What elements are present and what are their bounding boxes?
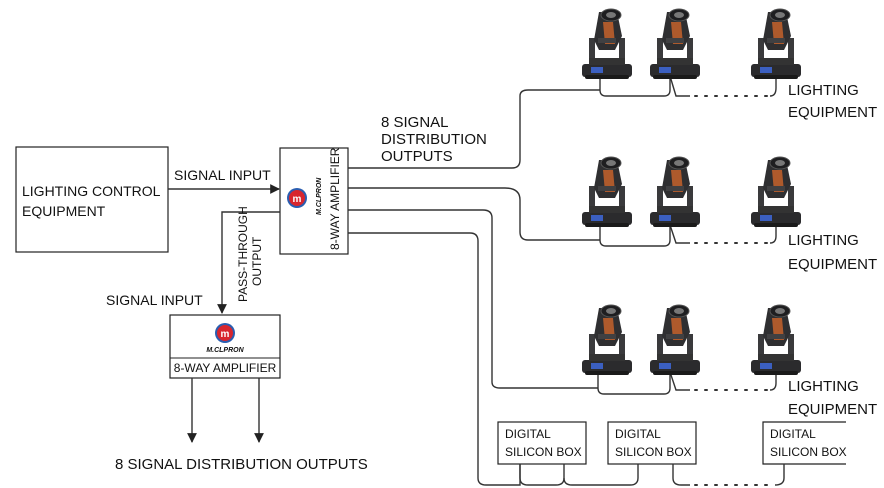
main-amp-name: 8-WAY AMPLIFIER bbox=[328, 147, 342, 250]
row2-link-a bbox=[599, 225, 671, 247]
moving-head-r3-3 bbox=[750, 304, 802, 376]
bottom-outputs-label: 8 SIGNAL DISTRIBUTION OUTPUTS bbox=[115, 456, 368, 473]
row1-link-a bbox=[599, 76, 671, 97]
passthrough-label-line2: OUTPUT bbox=[250, 236, 264, 286]
row2-label-line1: LIGHTING bbox=[788, 232, 859, 249]
main-amp-logo-letters: m bbox=[293, 194, 302, 205]
main-amp-brand: M.CLPRON bbox=[316, 177, 323, 215]
passthrough-arrow bbox=[217, 211, 280, 314]
signal-input-label: SIGNAL INPUT bbox=[174, 167, 271, 183]
silicon-box-row: DIGITAL SILICON BOX DIGITAL SILICON BOX … bbox=[497, 421, 847, 486]
output-wire-2 bbox=[348, 187, 600, 241]
moving-head-r2-2 bbox=[649, 156, 701, 228]
silicon-link-c bbox=[672, 464, 690, 486]
moving-head-r2-3 bbox=[750, 156, 802, 228]
distribution-label-line1: 8 SIGNAL bbox=[381, 114, 449, 131]
moving-head-r3-1 bbox=[581, 304, 633, 376]
silicon-link-b bbox=[563, 464, 639, 486]
main-amplifier-box bbox=[279, 147, 349, 255]
lighting-control-box bbox=[15, 146, 169, 253]
row1-label-line1: LIGHTING bbox=[788, 82, 859, 99]
passthrough-label-line1: PASS-THROUGH bbox=[236, 206, 250, 302]
silicon-box-3 bbox=[762, 421, 846, 465]
output-wire-4 bbox=[348, 232, 521, 486]
silicon-box-3-line1: DIGITAL bbox=[770, 427, 816, 441]
control-label-line1: LIGHTING CONTROL bbox=[22, 183, 161, 199]
second-amplifier-box bbox=[169, 314, 281, 379]
row3-link-a bbox=[597, 372, 671, 395]
silicon-box-1-line2: SILICON BOX bbox=[505, 445, 582, 459]
moving-head-r3-2 bbox=[649, 304, 701, 376]
silicon-box-2-line1: DIGITAL bbox=[615, 427, 661, 441]
row1-link-b bbox=[669, 75, 690, 97]
lighting-row-1: LIGHTING EQUIPMENT bbox=[581, 8, 877, 121]
silicon-box-2-line2: SILICON BOX bbox=[615, 445, 692, 459]
row3-label-line2: EQUIPMENT bbox=[788, 401, 877, 418]
output-wire-1 bbox=[348, 89, 600, 169]
distribution-label-line2: DISTRIBUTION bbox=[381, 131, 487, 148]
silicon-box-1 bbox=[497, 421, 587, 465]
second-signal-input-label: SIGNAL INPUT bbox=[106, 292, 203, 308]
row2-link-c bbox=[769, 225, 777, 244]
main-amplifier-logo: m bbox=[287, 188, 307, 208]
second-amp-logo-letters: m bbox=[221, 329, 230, 340]
lighting-row-3: LIGHTING EQUIPMENT bbox=[581, 304, 877, 418]
output-wire-3 bbox=[348, 209, 598, 389]
silicon-link-a bbox=[519, 464, 565, 486]
row3-link-c bbox=[769, 372, 777, 391]
silicon-box-2 bbox=[607, 421, 697, 465]
distribution-label-line3: OUTPUTS bbox=[381, 148, 453, 165]
second-amp-brand: M.CLPRON bbox=[206, 347, 244, 354]
second-amp-name: 8-WAY AMPLIFIER bbox=[174, 361, 277, 375]
row3-link-b bbox=[669, 371, 690, 391]
lighting-row-2: LIGHTING EQUIPMENT bbox=[581, 156, 877, 273]
silicon-box-1-line1: DIGITAL bbox=[505, 427, 551, 441]
row3-label-line1: LIGHTING bbox=[788, 378, 859, 395]
moving-head-r1-3 bbox=[750, 8, 802, 80]
control-label-line2: EQUIPMENT bbox=[22, 203, 106, 219]
second-amplifier-logo: m bbox=[215, 323, 235, 343]
row2-label-line2: EQUIPMENT bbox=[788, 256, 877, 273]
silicon-box-3-line2: SILICON BOX bbox=[770, 445, 847, 459]
moving-head-r1-1 bbox=[581, 8, 633, 80]
row2-link-b bbox=[669, 224, 690, 244]
silicon-link-d bbox=[774, 464, 785, 486]
moving-head-r1-2 bbox=[649, 8, 701, 80]
row1-label-line2: EQUIPMENT bbox=[788, 104, 877, 121]
moving-head-r2-1 bbox=[581, 156, 633, 228]
row1-link-c bbox=[769, 76, 777, 97]
